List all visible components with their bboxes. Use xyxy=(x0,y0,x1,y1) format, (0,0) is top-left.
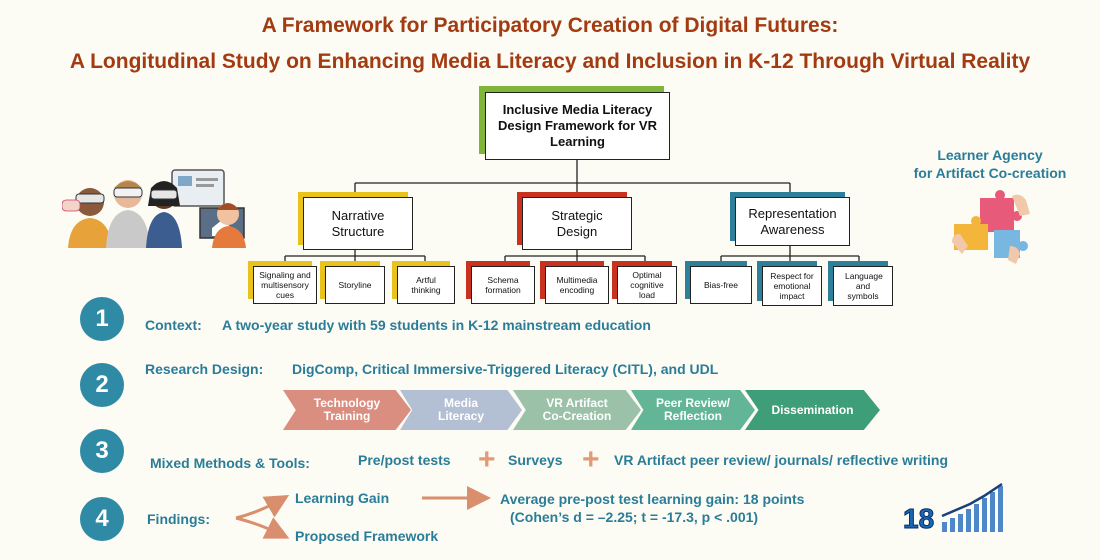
leaf-signaling: Signaling and multisensory cues xyxy=(253,266,317,304)
finding-learning-gain: Learning Gain xyxy=(295,490,390,506)
step-4-circle: 4 xyxy=(80,497,124,541)
research-design-label: Research Design: xyxy=(145,361,264,377)
process-media-literacy-label: Media Literacy xyxy=(437,396,485,423)
plus-icon-2: + xyxy=(582,443,600,476)
leaf-respect-label: Respect for emotional impact xyxy=(770,271,814,301)
research-design-text: DigComp, Critical Immersive-Triggered Li… xyxy=(292,361,719,377)
leaf-bias-free-label: Bias-free xyxy=(703,280,738,290)
process-vr-artifact: VR Artifact Co-Creation xyxy=(513,390,641,430)
leaf-language: Language and symbols xyxy=(833,266,893,306)
methods-label: Mixed Methods & Tools: xyxy=(150,455,310,471)
method-vr-artifact-review: VR Artifact peer review/ journals/ refle… xyxy=(614,452,949,468)
finding-proposed-framework: Proposed Framework xyxy=(295,528,439,544)
branch-representation-box: Representation Awareness xyxy=(735,197,850,246)
branch-representation-label: Representation Awareness xyxy=(748,205,837,237)
puzzle-hands-icon xyxy=(952,190,1030,264)
leaf-cognitive-load: Optimal cognitive load xyxy=(617,266,677,304)
framework-root-label: Inclusive Media Literacy Design Framewor… xyxy=(498,102,657,149)
process-peer-review: Peer Review/ Reflection xyxy=(631,390,755,430)
leaf-bias-free: Bias-free xyxy=(690,266,752,304)
title-line-2: A Longitudinal Study on Enhancing Media … xyxy=(69,50,1031,73)
leaf-respect: Respect for emotional impact xyxy=(762,266,822,306)
method-surveys: Surveys xyxy=(508,452,563,468)
badge-18: 18 xyxy=(902,503,935,535)
branch-narrative-label: Narrative Structure xyxy=(331,207,385,239)
leaf-storyline: Storyline xyxy=(325,266,385,304)
method-pre-post-tests: Pre/post tests xyxy=(358,452,451,468)
growth-bars-icon xyxy=(941,482,1003,532)
branch-narrative-box: Narrative Structure xyxy=(303,197,413,250)
step-3-circle: 3 xyxy=(80,429,124,473)
branch-strategic-box: Strategic Design xyxy=(522,197,632,250)
findings-label: Findings: xyxy=(147,511,210,527)
findings-arrows xyxy=(235,486,491,539)
leaf-schema-label: Schema formation xyxy=(485,275,521,295)
leaf-artful-thinking-label: Artful thinking xyxy=(411,275,441,295)
step-2-circle: 2 xyxy=(80,363,124,407)
context-label: Context: xyxy=(145,317,202,333)
process-peer-review-label: Peer Review/ Reflection xyxy=(655,396,731,423)
process-vr-artifact-label: VR Artifact Co-Creation xyxy=(542,396,612,423)
process-technology-training: Technology Training xyxy=(283,390,411,430)
learning-gain-stats: (Cohen’s d = –2.25; t = -17.3, p < .001) xyxy=(510,509,759,525)
title-line-1: A Framework for Participatory Creation o… xyxy=(261,14,839,37)
branch-strategic-label: Strategic Design xyxy=(551,207,603,239)
process-dissemination: Dissemination xyxy=(745,390,880,430)
learning-gain-summary: Average pre-post test learning gain: 18 … xyxy=(500,491,805,507)
framework-root-box: Inclusive Media Literacy Design Framewor… xyxy=(485,92,670,160)
leaf-artful-thinking: Artful thinking xyxy=(397,266,455,304)
process-media-literacy: Media Literacy xyxy=(400,390,522,430)
process-dissemination-label: Dissemination xyxy=(771,402,854,417)
leaf-signaling-label: Signaling and multisensory cues xyxy=(259,270,311,300)
students-vr-illustration xyxy=(62,169,246,248)
plus-icon-1: + xyxy=(478,443,496,476)
process-technology-training-label: Technology Training xyxy=(313,396,381,423)
leaf-multimedia: Multimedia encoding xyxy=(545,266,609,304)
leaf-schema: Schema formation xyxy=(471,266,535,304)
context-text: A two-year study with 59 students in K-1… xyxy=(222,317,651,333)
leaf-language-label: Language and symbols xyxy=(845,271,883,301)
agency-line-1: Learner Agency xyxy=(937,147,1043,163)
step-1-circle: 1 xyxy=(80,297,124,341)
leaf-storyline-label: Storyline xyxy=(338,280,372,290)
leaf-multimedia-label: Multimedia encoding xyxy=(556,275,598,295)
leaf-cognitive-load-label: Optimal cognitive load xyxy=(630,270,664,300)
agency-line-2: for Artifact Co-creation xyxy=(913,165,1067,181)
